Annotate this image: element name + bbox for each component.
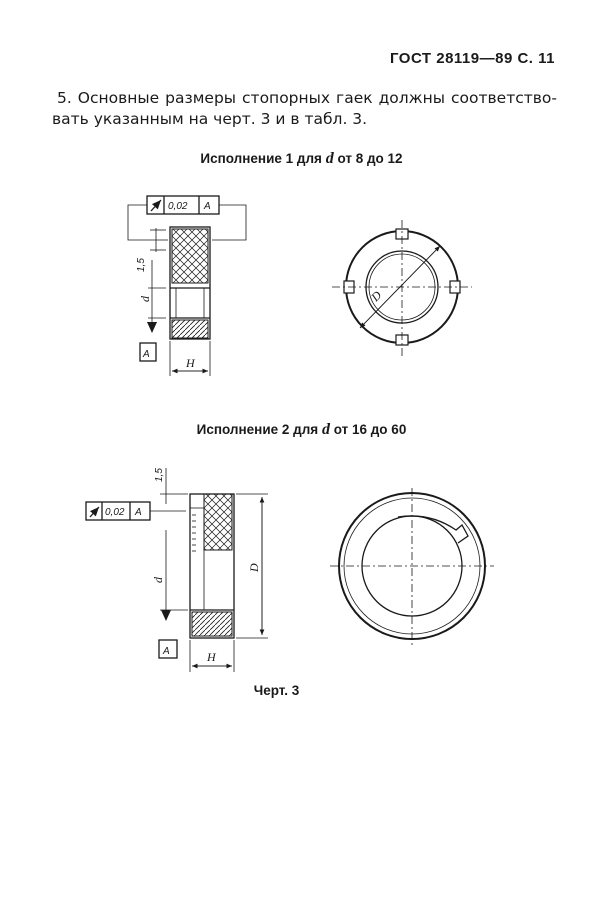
- document-header: ГОСТ 28119—89 С. 11: [389, 50, 555, 67]
- fig2-thread-ticks: [192, 514, 196, 552]
- fig1-tolerance-value: 0,02: [168, 201, 188, 212]
- fig2-dim-d: d: [151, 576, 165, 583]
- body-paragraph: 5. Основные размеры стопорных гаек должн…: [52, 88, 557, 130]
- caption-1-suffix: от 8 до 12: [337, 151, 403, 166]
- fig1-dim-H: H: [185, 356, 196, 370]
- fig2-dim-offset: 1,5: [154, 468, 165, 482]
- fig1-front-view: D: [332, 220, 472, 356]
- caption-2-var: d: [321, 421, 330, 438]
- variant-1-caption: Исполнение 1 для d от 8 до 12: [0, 150, 603, 168]
- fig2-front-view: [330, 488, 494, 646]
- fig2-dim-H: H: [206, 650, 217, 664]
- fig2-side-view: 0,02 A 1,5 d A: [85, 468, 268, 672]
- fig2-datum-box: A: [162, 646, 170, 657]
- fig1-dim-d: d: [138, 295, 152, 302]
- fig1-side-view: 0,02 A 1,5 d A H: [127, 195, 247, 376]
- fig2-tolerance-value: 0,02: [105, 507, 125, 518]
- variant-2-caption: Исполнение 2 для d от 16 до 60: [0, 421, 603, 439]
- fig1-tolerance-frame: 0,02 A: [127, 195, 247, 241]
- caption-2-prefix: Исполнение 2 для: [196, 422, 319, 437]
- paragraph-line-2: вать указанным на черт. 3 и в табл. 3.: [52, 110, 368, 128]
- fig1-datum-box: A: [142, 349, 150, 360]
- fig2-tolerance-datum: A: [134, 507, 142, 518]
- figure-caption: Черт. 3: [253, 683, 300, 698]
- fig2-dim-D: D: [247, 563, 261, 573]
- fig1-dim-offset: 1,5: [136, 258, 147, 272]
- paragraph-line-1: 5. Основные размеры стопорных гаек должн…: [57, 89, 557, 107]
- caption-2-suffix: от 16 до 60: [333, 422, 407, 437]
- caption-1-prefix: Исполнение 1 для: [200, 151, 322, 166]
- fig1-tolerance-datum: A: [203, 201, 211, 212]
- caption-1-var: d: [325, 150, 334, 167]
